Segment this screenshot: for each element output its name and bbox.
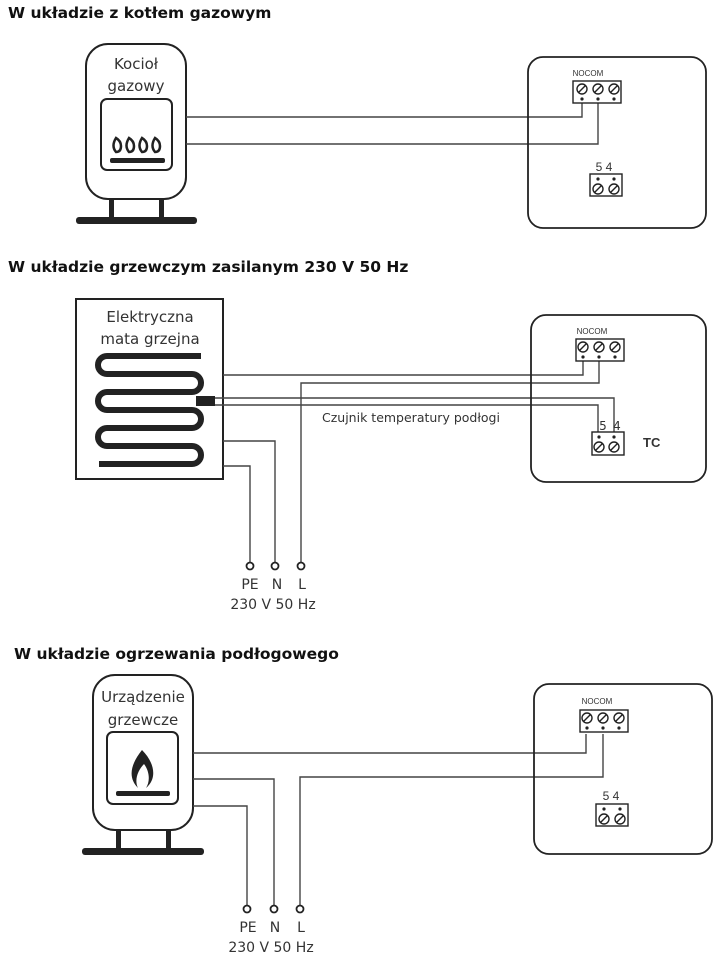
relay-terminal-label: NOCOM <box>582 697 613 706</box>
heating-device: Urządzenie grzewcze <box>82 674 204 855</box>
thermostat: NOCOM 5 4 <box>533 683 713 855</box>
wires <box>186 102 599 145</box>
terminal-l-label: L <box>297 920 305 936</box>
wires <box>193 734 604 906</box>
power-rating-label: 230 V 50 Hz <box>228 940 313 956</box>
boiler-label-line2: gazowy <box>108 77 165 95</box>
heating-mat: Elektryczna mata grzejna <box>75 298 224 480</box>
power-terminals: PE N L 230 V 50 Hz <box>230 561 316 613</box>
gas-boiler: Kocioł gazowy <box>76 43 197 224</box>
sensor-terminal-4-label: 4 <box>613 419 621 433</box>
section-1-heading: W układzie z kotłem gazowym <box>8 4 272 22</box>
section-1-diagram: Kocioł gazowy NOCOM 5 4 <box>76 43 707 229</box>
thermostat: NOCOM 5 4 TC <box>530 314 707 483</box>
device-leg <box>166 830 171 850</box>
terminal-l-label: L <box>298 577 306 593</box>
tc-label: TC <box>643 435 661 450</box>
terminal-n-label: N <box>270 920 280 936</box>
boiler-leg <box>109 199 114 219</box>
mat-label-line2: mata grzejna <box>100 330 199 348</box>
relay-terminal-label: NOCOM <box>573 69 604 78</box>
boiler-leg <box>159 199 164 219</box>
boiler-label-line1: Kocioł <box>114 55 159 73</box>
section-3-heading: W układzie ogrzewania podłogowego <box>14 645 339 663</box>
terminal-n-label: N <box>272 577 282 593</box>
device-leg <box>116 830 121 850</box>
terminal-pe-label: PE <box>239 920 256 936</box>
floor-sensor-caption: Czujnik temperatury podłogi <box>322 410 500 425</box>
relay-terminal-label: NOCOM <box>577 327 608 336</box>
device-base <box>82 848 204 855</box>
wires <box>215 361 615 563</box>
thermostat: NOCOM 5 4 <box>527 56 707 229</box>
power-rating-label: 230 V 50 Hz <box>230 597 315 613</box>
sensor-terminal-label: 5 4 <box>596 160 613 174</box>
device-label-line2: grzewcze <box>108 711 178 729</box>
power-terminals: PE N L 230 V 50 Hz <box>228 904 314 956</box>
section-2-heading: W układzie grzewczym zasilanym 230 V 50 … <box>8 258 409 276</box>
flame-icon <box>116 750 170 796</box>
boiler-base <box>76 217 197 224</box>
terminal-pe-label: PE <box>241 577 258 593</box>
sensor-terminal-label: 5 4 <box>603 789 620 803</box>
burner-flames-icon <box>110 136 165 163</box>
floor-sensor-probe <box>196 396 215 406</box>
device-label-line1: Urządzenie <box>101 688 185 706</box>
heating-mat-coil-icon <box>95 353 204 467</box>
mat-label-line1: Elektryczna <box>106 308 193 326</box>
sensor-terminal-5-label: 5 <box>599 419 607 433</box>
section-3-diagram: Urządzenie grzewcze PE N L 230 V 50 Hz <box>82 674 713 956</box>
section-2-diagram: Elektryczna mata grzejna Czujnik tempera… <box>75 298 707 613</box>
